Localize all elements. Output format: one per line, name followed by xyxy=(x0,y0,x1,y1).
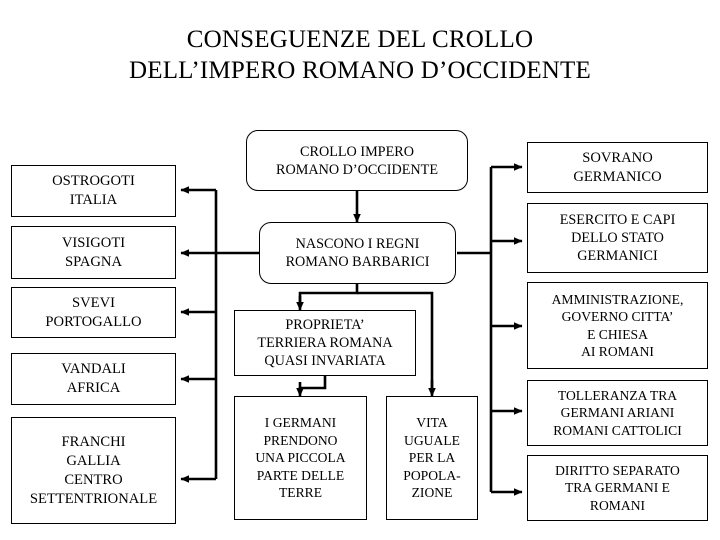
node-right-amministrazione[interactable]: AMMINISTRAZIONE, GOVERNO CITTA’ E CHIESA… xyxy=(527,282,708,369)
node-right-diritto[interactable]: DIRITTO SEPARATO TRA GERMANI E ROMANI xyxy=(527,455,708,521)
edge-proprieta-to-germani-path xyxy=(298,376,327,394)
node-left-visigoti[interactable]: VISIGOTI SPAGNA xyxy=(11,226,176,279)
node-vita-uguale[interactable]: VITA UGUALE PER LA POPOLA- ZIONE xyxy=(386,396,478,520)
node-right-sovrano[interactable]: SOVRANO GERMANICO xyxy=(527,142,708,193)
node-nascono-regni[interactable]: NASCONO I REGNI ROMANO BARBARICI xyxy=(259,222,456,284)
edge-regni-to-proprieta-path xyxy=(298,284,359,308)
node-left-ostrogoti[interactable]: OSTROGOTI ITALIA xyxy=(11,165,176,217)
node-proprieta-terriera[interactable]: PROPRIETA’ TERRIERA ROMANA QUASI INVARIA… xyxy=(234,310,416,376)
node-germani-terre[interactable]: I GERMANI PRENDONO UNA PICCOLA PARTE DEL… xyxy=(234,396,367,520)
node-left-franchi[interactable]: FRANCHI GALLIA CENTRO SETTENTRIONALE xyxy=(11,417,176,524)
node-left-svevi[interactable]: SVEVI PORTOGALLO xyxy=(11,287,176,338)
node-left-vandali[interactable]: VANDALI AFRICA xyxy=(11,353,176,405)
page-title: CONSEGUENZE DEL CROLLO DELL’IMPERO ROMAN… xyxy=(128,26,591,84)
node-right-tolleranza[interactable]: TOLLERANZA TRA GERMANI ARIANI ROMANI CAT… xyxy=(527,380,708,446)
node-right-esercito[interactable]: ESERCITO E CAPI DELLO STATO GERMANICI xyxy=(527,203,708,273)
node-crollo-impero[interactable]: CROLLO IMPERO ROMANO D’OCCIDENTE xyxy=(246,130,468,191)
